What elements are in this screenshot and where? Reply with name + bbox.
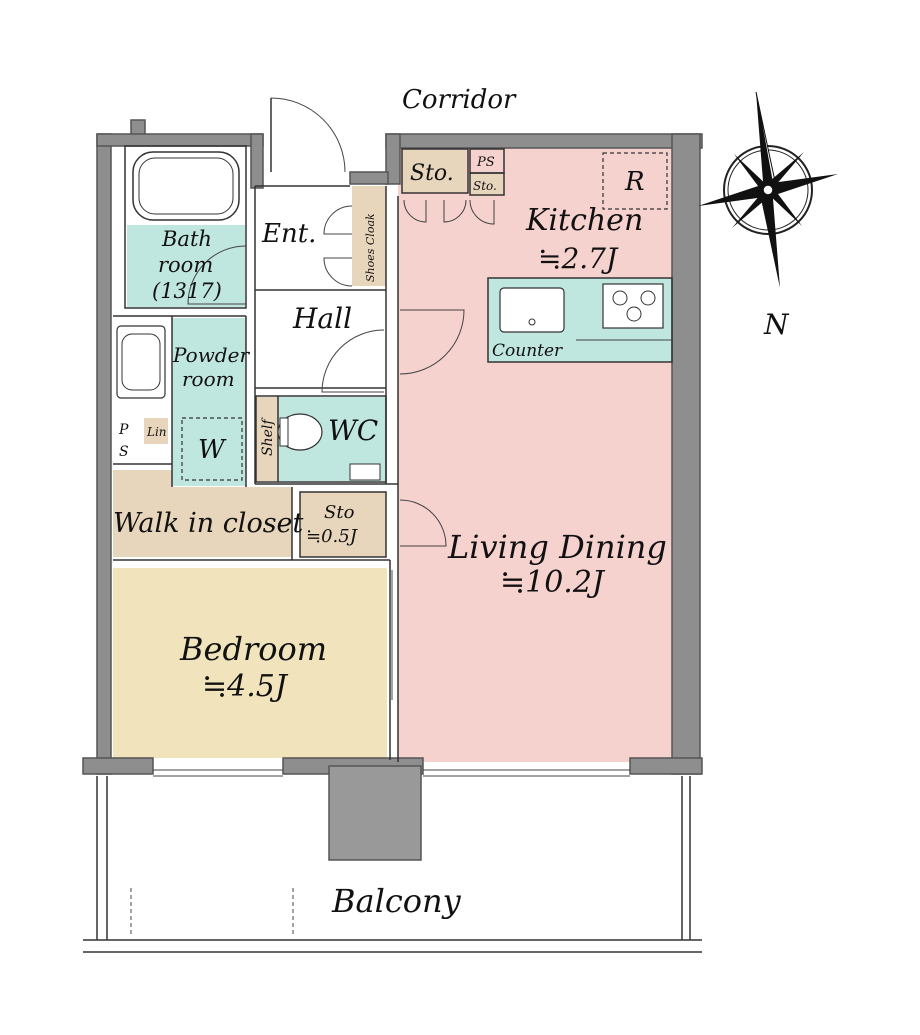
fridge-space <box>602 152 668 210</box>
label-sto-small: Sto. <box>473 179 497 193</box>
label-bathroom-1: Bath <box>161 227 212 251</box>
label-lin: Lin <box>146 425 167 439</box>
label-ps-left-2: S <box>119 444 129 460</box>
toilet <box>277 413 323 451</box>
lin-floor <box>144 418 168 444</box>
wash-basin <box>116 325 166 399</box>
label-walk-in-closet: Walk in closet <box>113 508 304 539</box>
washer-space <box>181 417 243 481</box>
bedroom-floor <box>113 568 387 758</box>
label-r: R <box>624 167 645 197</box>
label-wc: WC <box>328 414 378 447</box>
compass-rose: N <box>698 91 838 341</box>
walls <box>82 119 703 861</box>
label-shoes-cloak: Shoes Cloak <box>364 213 377 282</box>
label-ent: Ent. <box>261 219 316 249</box>
interior-lines <box>83 145 702 953</box>
label-bathroom-2: room <box>158 253 213 277</box>
label-powder-1: Powder <box>172 343 250 367</box>
living-dining-floor <box>398 148 672 762</box>
sto-mid-floor <box>300 492 386 557</box>
label-kitchen-size: ≒2.7J <box>538 242 619 275</box>
label-sto-mid-size: ≒0.5J <box>306 526 359 547</box>
label-living-dining: Living Dining <box>447 528 667 566</box>
sto-small-floor <box>469 174 503 194</box>
label-living-dining-size: ≒10.2J <box>500 565 606 600</box>
powder-room-floor <box>172 318 246 486</box>
bathroom-floor <box>127 225 245 307</box>
label-sto-mid: Sto <box>324 502 355 523</box>
label-ps-top: PS <box>476 155 495 170</box>
label-counter: Counter <box>492 341 563 361</box>
kitchen-counter <box>487 277 673 363</box>
doors <box>187 97 495 700</box>
label-w: W <box>198 435 227 465</box>
sto-top-floor <box>402 150 466 192</box>
labels: Corridor Sto. PS Sto. R Kitchen ≒2.7J Co… <box>113 85 667 920</box>
label-bedroom-size: ≒4.5J <box>202 669 289 704</box>
kitchen-sink <box>499 287 565 333</box>
bathtub <box>132 151 240 221</box>
balcony-pillar <box>328 765 422 861</box>
label-bedroom: Bedroom <box>179 630 327 668</box>
label-kitchen: Kitchen <box>525 203 643 238</box>
label-sto-top: Sto. <box>410 161 454 186</box>
label-ps-left-1: P <box>118 422 129 438</box>
label-bathroom-3: (1317) <box>152 279 222 303</box>
label-balcony: Balcony <box>331 882 462 920</box>
label-corridor: Corridor <box>402 85 517 115</box>
compass-n-label: N <box>763 308 790 341</box>
shoes-cloak-floor <box>352 186 386 286</box>
walk-in-closet-floor <box>113 470 292 557</box>
label-shelf: Shelf <box>260 417 276 456</box>
fixtures <box>116 151 673 481</box>
label-hall: Hall <box>292 302 352 335</box>
shelf-floor <box>256 397 278 481</box>
label-powder-2: room <box>182 367 235 391</box>
